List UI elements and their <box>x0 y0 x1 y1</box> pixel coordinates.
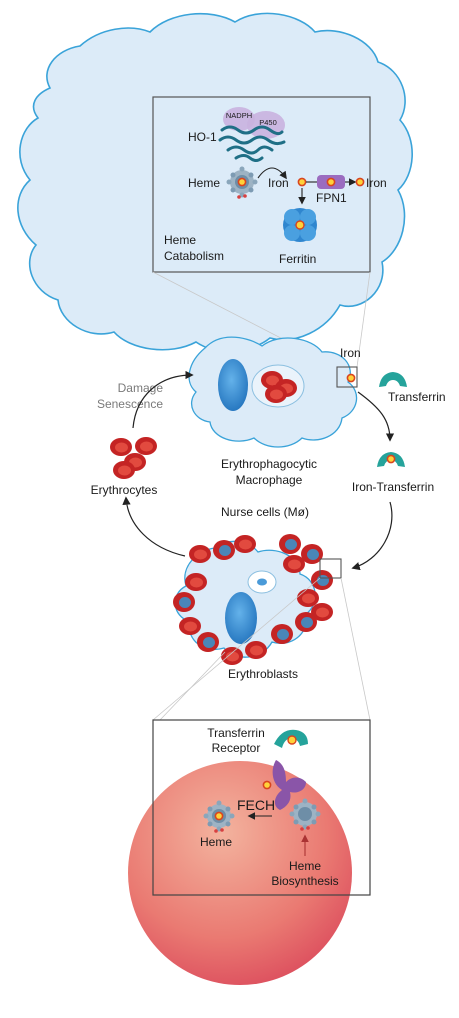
erythroblast-zoom-box <box>319 558 342 579</box>
iron-label-cycle: Iron <box>340 346 361 360</box>
senescence-label: Senescence <box>97 397 163 411</box>
heme-biosynthesis-line1: Heme <box>289 859 321 873</box>
iron-dot-icon <box>297 177 307 187</box>
iron-transferrin-iron-icon <box>386 454 396 464</box>
ferritin-icon <box>283 208 317 242</box>
erythrocytes-to-macrophage-arrow <box>132 370 194 429</box>
delivered-iron-icon <box>262 780 272 790</box>
zoom-line-cell-left <box>159 651 226 721</box>
transferrin-label: Transferrin <box>388 390 446 404</box>
nurse-cell-pyrenocyte <box>257 578 267 586</box>
iron-transferrin-label: Iron-Transferrin <box>352 480 434 494</box>
macrophage-iron-icon <box>346 373 356 383</box>
heme-to-iron-arrow <box>257 167 287 180</box>
heme-catabolism-line1: Heme <box>164 233 196 247</box>
macrophage-label-line1: Erythrophagocytic <box>221 457 317 471</box>
iron-zoom-box <box>336 366 358 388</box>
exported-iron-label: Iron <box>366 176 387 190</box>
transferrin-icon <box>379 372 407 387</box>
transferrin-receptor-line1: Transferrin <box>207 726 265 740</box>
heme-catabolism-inset <box>152 96 371 273</box>
macrophage-label-line2: Macrophage <box>236 473 303 487</box>
fpn1-label: FPN1 <box>316 191 347 205</box>
transferrin-to-iron-transferrin-arrow <box>357 391 395 442</box>
iron-in-fpn1-icon <box>326 177 336 187</box>
heme-biosynthesis-line2: Biosynthesis <box>271 874 338 888</box>
heme-catabolism-line2: Catabolism <box>164 249 224 263</box>
heme-biosynthesis-inset <box>152 719 371 896</box>
heme-product-iron-icon <box>214 811 224 821</box>
erythroblast-sphere <box>128 761 352 985</box>
transferrin-receptor-line2: Receptor <box>212 741 261 755</box>
erythrocytes-group <box>110 437 157 479</box>
zoom-line-lower-right <box>340 577 371 721</box>
erythrocytes-label: Erythrocytes <box>91 483 158 497</box>
erythroblasts-label: Erythroblasts <box>228 667 298 681</box>
nurse-cells-label: Nurse cells (Mø) <box>221 505 309 519</box>
heme-label-inset: Heme <box>188 176 220 190</box>
fech-label: FECH <box>237 797 275 813</box>
ferritin-label: Ferritin <box>279 252 316 266</box>
damage-label: Damage <box>118 381 164 395</box>
nadph-label: NADPH <box>226 111 252 120</box>
zoom-line-lower-left <box>152 577 321 721</box>
nurse-cell-nucleus <box>225 592 257 644</box>
transferrin-receptor-icon <box>272 729 308 810</box>
zoom-line-right <box>356 271 371 368</box>
iron-transferrin-to-nurse-cell-arrow <box>351 501 393 571</box>
p450-label: P450 <box>259 118 277 127</box>
exported-iron-icon <box>355 177 365 187</box>
ho1-label: HO-1 <box>188 130 217 144</box>
ho1-protein-icon <box>218 125 286 162</box>
macrophage-cell-enlarged <box>17 12 413 353</box>
iron-in-heme-icon <box>237 177 247 187</box>
macrophage-nucleus <box>218 359 248 411</box>
iron-label-inset: Iron <box>268 176 289 190</box>
engulfed-rbc-3 <box>265 385 287 403</box>
nurse-cell-to-erythrocytes-arrow <box>122 496 186 557</box>
heme-product-label: Heme <box>200 835 232 849</box>
